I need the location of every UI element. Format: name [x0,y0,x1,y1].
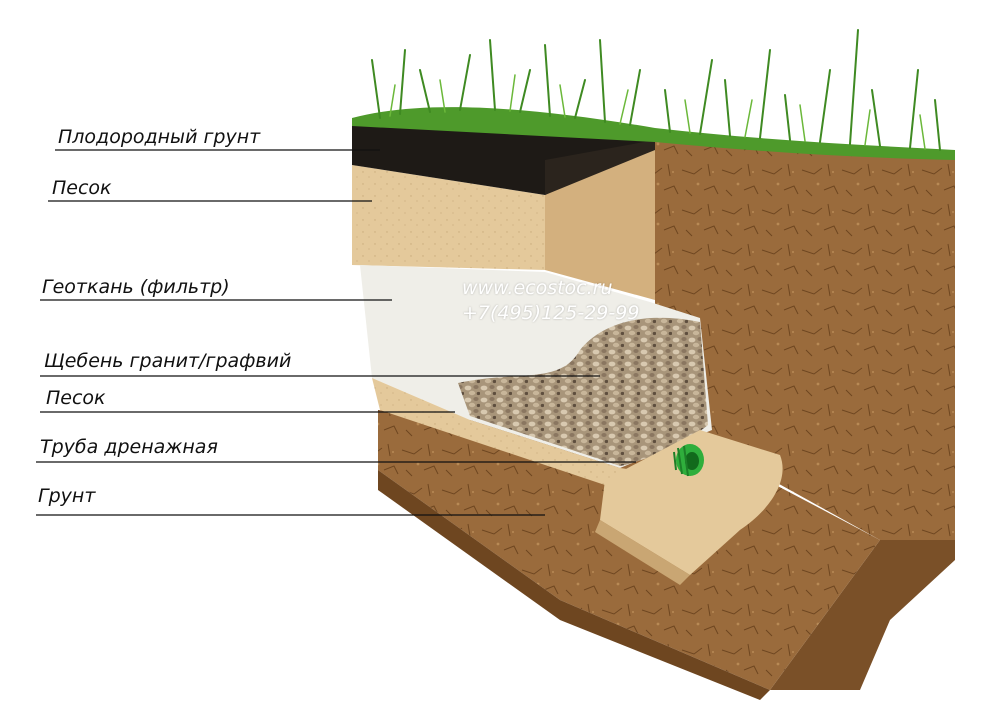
label-topsoil: Плодородный грунт [58,126,261,148]
label-drainage-pipe: Труба дренажная [40,436,218,458]
label-gravel: Щебень гранит/графвий [44,350,292,372]
sand-upper-side [352,165,545,270]
sand-lower-front [595,520,690,585]
watermark-site: www.ecostoc.ru [462,277,613,299]
label-ground: Грунт [38,485,96,507]
topsoil-front [545,140,655,195]
sand-upper-front [545,142,655,300]
drainage-pipe-hole [685,452,699,470]
soil-wall-shade [770,540,955,690]
grass-blades [371,29,941,151]
label-sand-upper: Песок [52,177,112,199]
label-sand-lower: Песок [46,387,106,409]
sand-lower-channel [600,430,783,575]
gravel-layer [458,317,708,466]
grass-blades-light [389,74,926,150]
drainage-pipe-ribs [673,445,689,477]
grass-strip [352,107,955,160]
label-geotextile: Геоткань (фильтр) [42,276,230,298]
watermark-phone: +7(495)125-29-99 [462,302,640,324]
soil-base-front [378,470,770,700]
sand-lower-side [372,378,650,500]
